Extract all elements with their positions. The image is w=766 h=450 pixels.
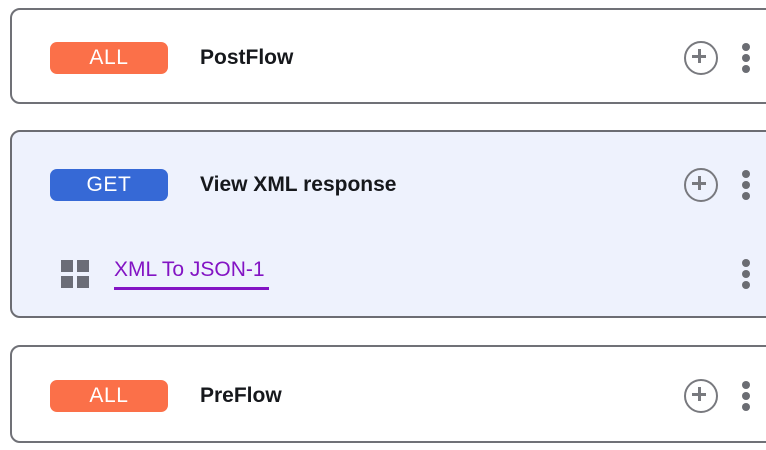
flow-title: PostFlow xyxy=(200,46,294,69)
kebab-dot xyxy=(742,65,750,73)
plus-circle-icon[interactable] xyxy=(684,168,718,202)
kebab-menu-icon[interactable] xyxy=(742,43,750,73)
kebab-dot xyxy=(742,170,750,178)
flow-actions xyxy=(684,41,750,75)
kebab-menu-icon[interactable] xyxy=(742,170,750,200)
flow-card-postflow[interactable]: ALL PostFlow xyxy=(10,8,766,104)
kebab-dot xyxy=(742,392,750,400)
flow-actions xyxy=(684,379,750,413)
method-badge-get: GET xyxy=(50,169,168,201)
kebab-dot xyxy=(742,181,750,189)
kebab-menu-icon[interactable] xyxy=(742,381,750,411)
flow-title: View XML response xyxy=(200,173,397,196)
flow-card-view-xml-response[interactable]: GET View XML response XML To JSON-1 xyxy=(10,130,766,318)
kebab-dot xyxy=(742,54,750,62)
grid-square xyxy=(77,276,89,288)
plus-circle-icon[interactable] xyxy=(684,379,718,413)
grid-square xyxy=(61,260,73,272)
kebab-menu-icon[interactable] xyxy=(742,259,750,289)
flow-step-actions xyxy=(718,259,750,289)
flow-card-preflow[interactable]: ALL PreFlow xyxy=(10,345,766,443)
flow-header-row[interactable]: GET View XML response xyxy=(12,158,766,212)
kebab-dot xyxy=(742,259,750,267)
flow-title: PreFlow xyxy=(200,384,282,407)
kebab-dot xyxy=(742,403,750,411)
grid-square xyxy=(77,260,89,272)
kebab-dot xyxy=(742,270,750,278)
flow-actions xyxy=(684,168,750,202)
kebab-dot xyxy=(742,281,750,289)
flow-step-row[interactable]: XML To JSON-1 xyxy=(12,247,766,301)
kebab-dot xyxy=(742,43,750,51)
flow-header-row[interactable]: ALL PreFlow xyxy=(12,369,766,423)
flow-step-link-xml-to-json-1[interactable]: XML To JSON-1 xyxy=(114,258,269,290)
method-badge-all: ALL xyxy=(50,42,168,74)
grid-square xyxy=(61,276,73,288)
grid-handle-icon[interactable] xyxy=(61,260,89,288)
plus-circle-icon[interactable] xyxy=(684,41,718,75)
kebab-dot xyxy=(742,192,750,200)
kebab-dot xyxy=(742,381,750,389)
method-badge-all: ALL xyxy=(50,380,168,412)
flow-header-row[interactable]: ALL PostFlow xyxy=(12,31,766,85)
